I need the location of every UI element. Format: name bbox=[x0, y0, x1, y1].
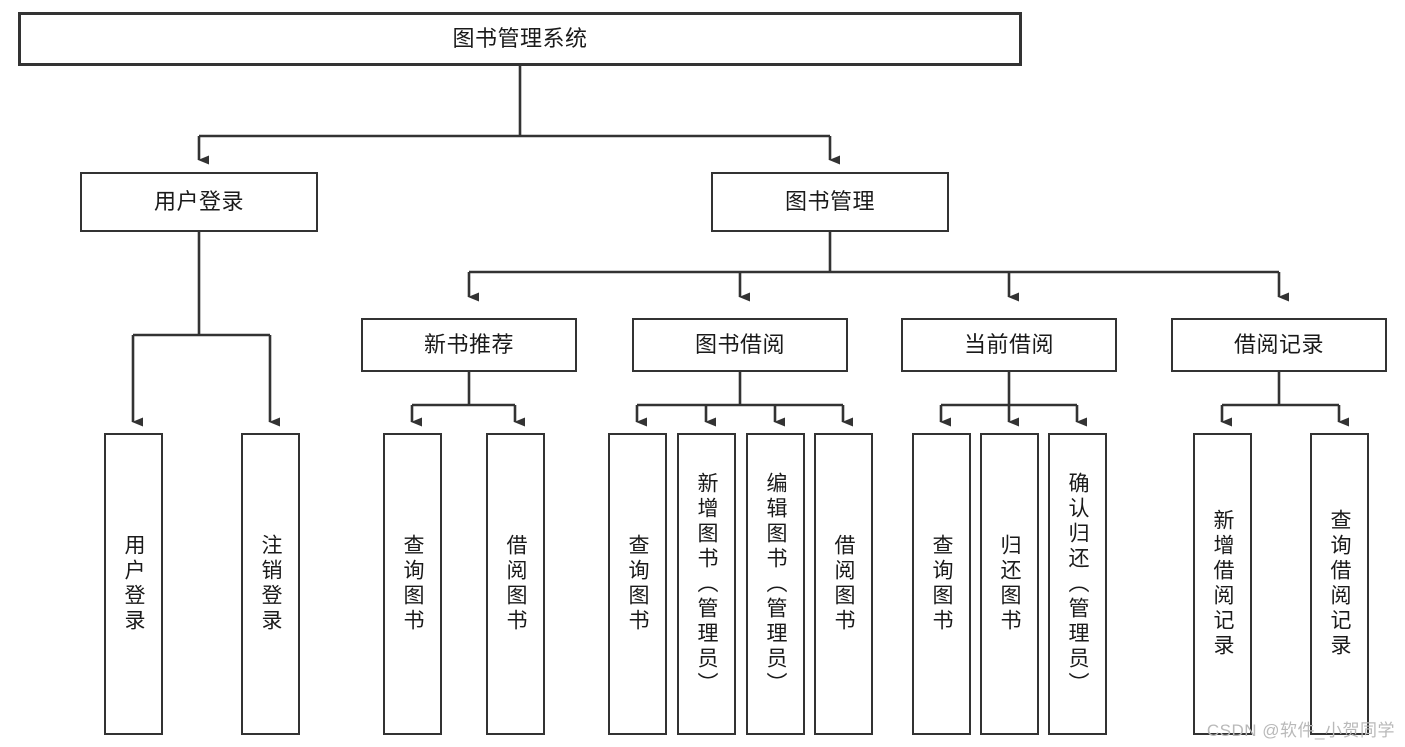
node-root-book-management-system[interactable]: 图书管理系统 bbox=[18, 12, 1022, 66]
leaf-borrow-edit-book-admin[interactable]: 编辑图书（管理员） bbox=[746, 433, 805, 735]
node-label: 查询图书 bbox=[626, 534, 649, 634]
node-label: 新增借阅记录 bbox=[1211, 509, 1234, 659]
node-label: 新增图书（管理员） bbox=[695, 471, 718, 697]
leaf-current-return-book[interactable]: 归还图书 bbox=[980, 433, 1039, 735]
leaf-borrow-query-book[interactable]: 查询图书 bbox=[608, 433, 667, 735]
csdn-watermark: CSDN @软件_小贺同学 bbox=[1206, 721, 1395, 740]
node-label: 当前借阅 bbox=[963, 332, 1054, 358]
leaf-recommend-borrow-book[interactable]: 借阅图书 bbox=[486, 433, 545, 735]
node-current-borrow[interactable]: 当前借阅 bbox=[901, 318, 1117, 372]
node-label: 用户登录 bbox=[122, 534, 145, 634]
node-label: 新书推荐 bbox=[423, 332, 514, 358]
leaf-current-confirm-return-admin[interactable]: 确认归还（管理员） bbox=[1048, 433, 1107, 735]
node-user-login[interactable]: 用户登录 bbox=[80, 172, 318, 232]
leaf-borrow-add-book-admin[interactable]: 新增图书（管理员） bbox=[677, 433, 736, 735]
leaf-user-login-login[interactable]: 用户登录 bbox=[104, 433, 163, 735]
leaf-recommend-query-book[interactable]: 查询图书 bbox=[383, 433, 442, 735]
node-label: 编辑图书（管理员） bbox=[764, 471, 787, 697]
leaf-borrow-borrow-book[interactable]: 借阅图书 bbox=[814, 433, 873, 735]
node-label: 查询借阅记录 bbox=[1328, 509, 1351, 659]
node-label: 确认归还（管理员） bbox=[1066, 471, 1089, 697]
node-book-management[interactable]: 图书管理 bbox=[711, 172, 949, 232]
node-label: 归还图书 bbox=[998, 534, 1021, 634]
node-label: 借阅记录 bbox=[1233, 332, 1324, 358]
node-borrow-records[interactable]: 借阅记录 bbox=[1171, 318, 1387, 372]
leaf-records-add-record[interactable]: 新增借阅记录 bbox=[1193, 433, 1252, 735]
node-label: 图书管理 bbox=[784, 189, 875, 215]
node-label: 注销登录 bbox=[259, 534, 282, 634]
node-book-borrow[interactable]: 图书借阅 bbox=[632, 318, 848, 372]
node-label: 借阅图书 bbox=[832, 534, 855, 634]
node-label: 用户登录 bbox=[153, 189, 244, 215]
node-label: 查询图书 bbox=[930, 534, 953, 634]
node-new-book-recommend[interactable]: 新书推荐 bbox=[361, 318, 577, 372]
node-label: 借阅图书 bbox=[504, 534, 527, 634]
leaf-records-query-record[interactable]: 查询借阅记录 bbox=[1310, 433, 1369, 735]
leaf-user-login-logout[interactable]: 注销登录 bbox=[241, 433, 300, 735]
node-label: 查询图书 bbox=[401, 534, 424, 634]
node-label: 图书管理系统 bbox=[452, 26, 588, 52]
leaf-current-query-book[interactable]: 查询图书 bbox=[912, 433, 971, 735]
node-label: 图书借阅 bbox=[694, 332, 785, 358]
